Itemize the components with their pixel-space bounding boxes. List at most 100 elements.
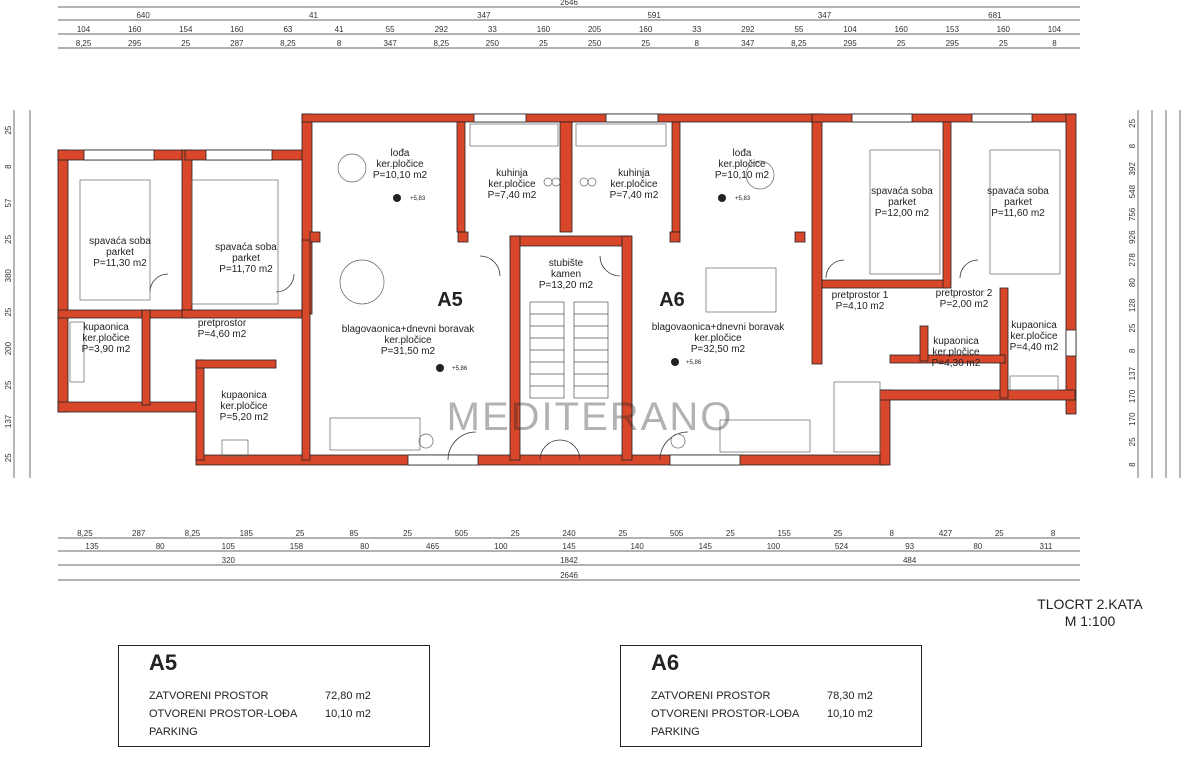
- dim-bottom-r1-8: 25: [511, 529, 520, 538]
- dim-top-r3-16: 25: [897, 39, 906, 48]
- dim-right-4: 756: [1128, 207, 1137, 221]
- dim-top-r2-10: 205: [588, 25, 602, 34]
- dim-top-r2-16: 160: [894, 25, 908, 34]
- room-kupaonica-a5-1-line0: kupaonica: [83, 322, 129, 333]
- dim-top-r3-1: 295: [128, 39, 142, 48]
- dim-top-r3-4: 8,25: [280, 39, 296, 48]
- legend-a6-open-value: 10,10 m2: [827, 708, 873, 720]
- dim-top-r3-15: 295: [843, 39, 857, 48]
- room-kupaonica-a5-2-line0: kupaonica: [221, 390, 267, 401]
- dim-left-4: 380: [4, 269, 13, 283]
- legend-a5-title: A5: [149, 650, 178, 675]
- legend-a5-closed-label: ZATVORENI PROSTOR: [149, 690, 269, 702]
- dim-bottom-r3-1: 1842: [560, 556, 578, 565]
- bottom-dimensions: [58, 537, 1080, 581]
- dim-top-r1-1: 41: [309, 11, 318, 20]
- room-dnevni-a6-line1: ker.pločice: [694, 333, 742, 344]
- room-dnevni-a5-line1: ker.pločice: [384, 335, 432, 346]
- dim-bottom-r2-4: 80: [360, 542, 369, 551]
- dim-bottom-r2-5: 465: [426, 542, 440, 551]
- dim-bottom-r1-5: 85: [349, 529, 358, 538]
- room-loda-a6-line1: ker.pločice: [718, 159, 766, 170]
- drawing-scale: M 1:100: [1064, 613, 1116, 629]
- dim-bottom-r1-16: 427: [939, 529, 953, 538]
- dim-top-r2-11: 160: [639, 25, 653, 34]
- dim-right-12: 170: [1128, 389, 1137, 403]
- dim-top-r3-2: 25: [181, 39, 190, 48]
- room-kupaonica-a5-2-line1: ker.pločice: [220, 401, 268, 412]
- dim-top-r3-17: 295: [946, 39, 960, 48]
- room-spavaca-a5-1-line2: P=11,30 m2: [93, 258, 147, 269]
- dim-right-14: 25: [1128, 437, 1137, 446]
- legend-a5-open-label: OTVORENI PROSTOR-LOĐA: [149, 708, 298, 720]
- walls: [57, 113, 1077, 466]
- legend-a6-closed-label: ZATVORENI PROSTOR: [651, 690, 771, 702]
- dim-bottom-r1-2: 8,25: [185, 529, 201, 538]
- room-loda-a5-line2: P=10,10 m2: [373, 170, 428, 181]
- room-kupaonica-a5-1-line2: P=3,90 m2: [82, 344, 131, 355]
- dim-right-10: 8: [1128, 348, 1137, 353]
- drawing-title-line1: TLOCRT 2.KATA: [1037, 596, 1143, 612]
- legend-a6-parking-label: PARKING: [651, 726, 700, 738]
- room-spavaca-a6-2-line0: spavaća soba: [987, 186, 1049, 197]
- dim-bottom-r1-1: 287: [132, 529, 146, 538]
- dim-bottom-r1-12: 25: [726, 529, 735, 538]
- room-pretprostor-a6-2-line0: pretprostor 2: [936, 288, 993, 299]
- room-kupaonica-a5-1-line1: ker.pločice: [82, 333, 130, 344]
- level-marker-loda-a6: +5,83: [735, 196, 751, 202]
- level-marker-dnevni-a5: +5,86: [452, 366, 468, 372]
- legend-a5-open-value: 10,10 m2: [325, 708, 371, 720]
- dim-right-8: 128: [1128, 298, 1137, 312]
- side-dimension-lines: [13, 110, 1181, 478]
- dim-top-r3-10: 250: [588, 39, 602, 48]
- room-kuhinja-a6-line0: kuhinja: [618, 168, 650, 179]
- dim-bottom-r2-11: 524: [835, 542, 849, 551]
- room-loda-a5-line1: ker.pločice: [376, 159, 424, 170]
- dim-right-1: 8: [1128, 143, 1137, 148]
- watermark: MEDITERANO: [447, 395, 734, 439]
- dim-left-7: 25: [4, 380, 13, 389]
- room-pretprostor-a6-1-line0: pretprostor 1: [832, 290, 889, 301]
- dim-bottom-r2-6: 100: [494, 542, 508, 551]
- dim-bottom-r1-0: 8,25: [77, 529, 93, 538]
- dim-top-r1-4: 347: [818, 11, 832, 20]
- room-spavaca-a5-1-line1: parket: [106, 247, 134, 258]
- legend-a5: A5 ZATVORENI PROSTOR 72,80 m2 OTVORENI P…: [118, 645, 430, 747]
- dim-top-r3-7: 8,25: [433, 39, 449, 48]
- dim-top-r3-9: 25: [539, 39, 548, 48]
- level-markers: +5,83 +5,83 +5,86 +5,86: [393, 194, 751, 372]
- legend-a6: A6 ZATVORENI PROSTOR 78,30 m2 OTVORENI P…: [620, 645, 922, 747]
- room-pretprostor-a5-line0: pretprostor: [198, 318, 247, 329]
- legend-a5-parking-label: PARKING: [149, 726, 198, 738]
- windows: [83, 113, 1077, 466]
- legend-a6-title: A6: [651, 650, 680, 675]
- apartment-label-a5: A5: [437, 289, 463, 311]
- dim-top-r3-18: 25: [999, 39, 1008, 48]
- room-spavaca-a5-1-line0: spavaća soba: [89, 236, 151, 247]
- top-dimensions: [58, 6, 1080, 49]
- dim-right-0: 25: [1128, 118, 1137, 127]
- dim-right-3: 548: [1128, 184, 1137, 198]
- dim-left-1: 8: [4, 164, 13, 169]
- dim-top-r2-3: 160: [230, 25, 244, 34]
- room-kupaonica-a6-2-line1: ker.pločice: [1010, 331, 1058, 342]
- dim-right-6: 278: [1128, 253, 1137, 267]
- room-loda-a6-line2: P=10,10 m2: [715, 170, 770, 181]
- dim-top-r2-9: 160: [537, 25, 551, 34]
- dim-left-6: 200: [4, 341, 13, 355]
- room-spavaca-a5-2-line2: P=11,70 m2: [219, 264, 273, 275]
- room-spavaca-a6-1-line1: parket: [888, 197, 916, 208]
- legend-a6-closed-value: 78,30 m2: [827, 690, 873, 702]
- room-kuhinja-a5-line1: ker.pločice: [488, 179, 536, 190]
- dim-top-r1-2: 347: [477, 11, 491, 20]
- dim-top-total: 2646: [560, 0, 578, 7]
- dim-bottom-r2-3: 158: [290, 542, 304, 551]
- dim-bottom-r1-6: 25: [403, 529, 412, 538]
- door-swings: [149, 255, 979, 461]
- dim-top-r3-11: 25: [641, 39, 650, 48]
- dim-bottom-r2-9: 145: [699, 542, 713, 551]
